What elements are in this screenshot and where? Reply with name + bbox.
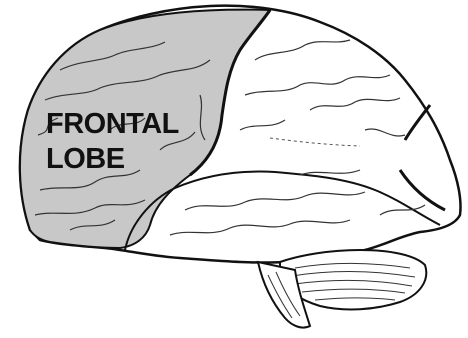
frontal-lobe-label-line-1: FRONTAL bbox=[46, 107, 179, 141]
frontal-lobe-label-line-2: LOBE bbox=[46, 142, 125, 176]
